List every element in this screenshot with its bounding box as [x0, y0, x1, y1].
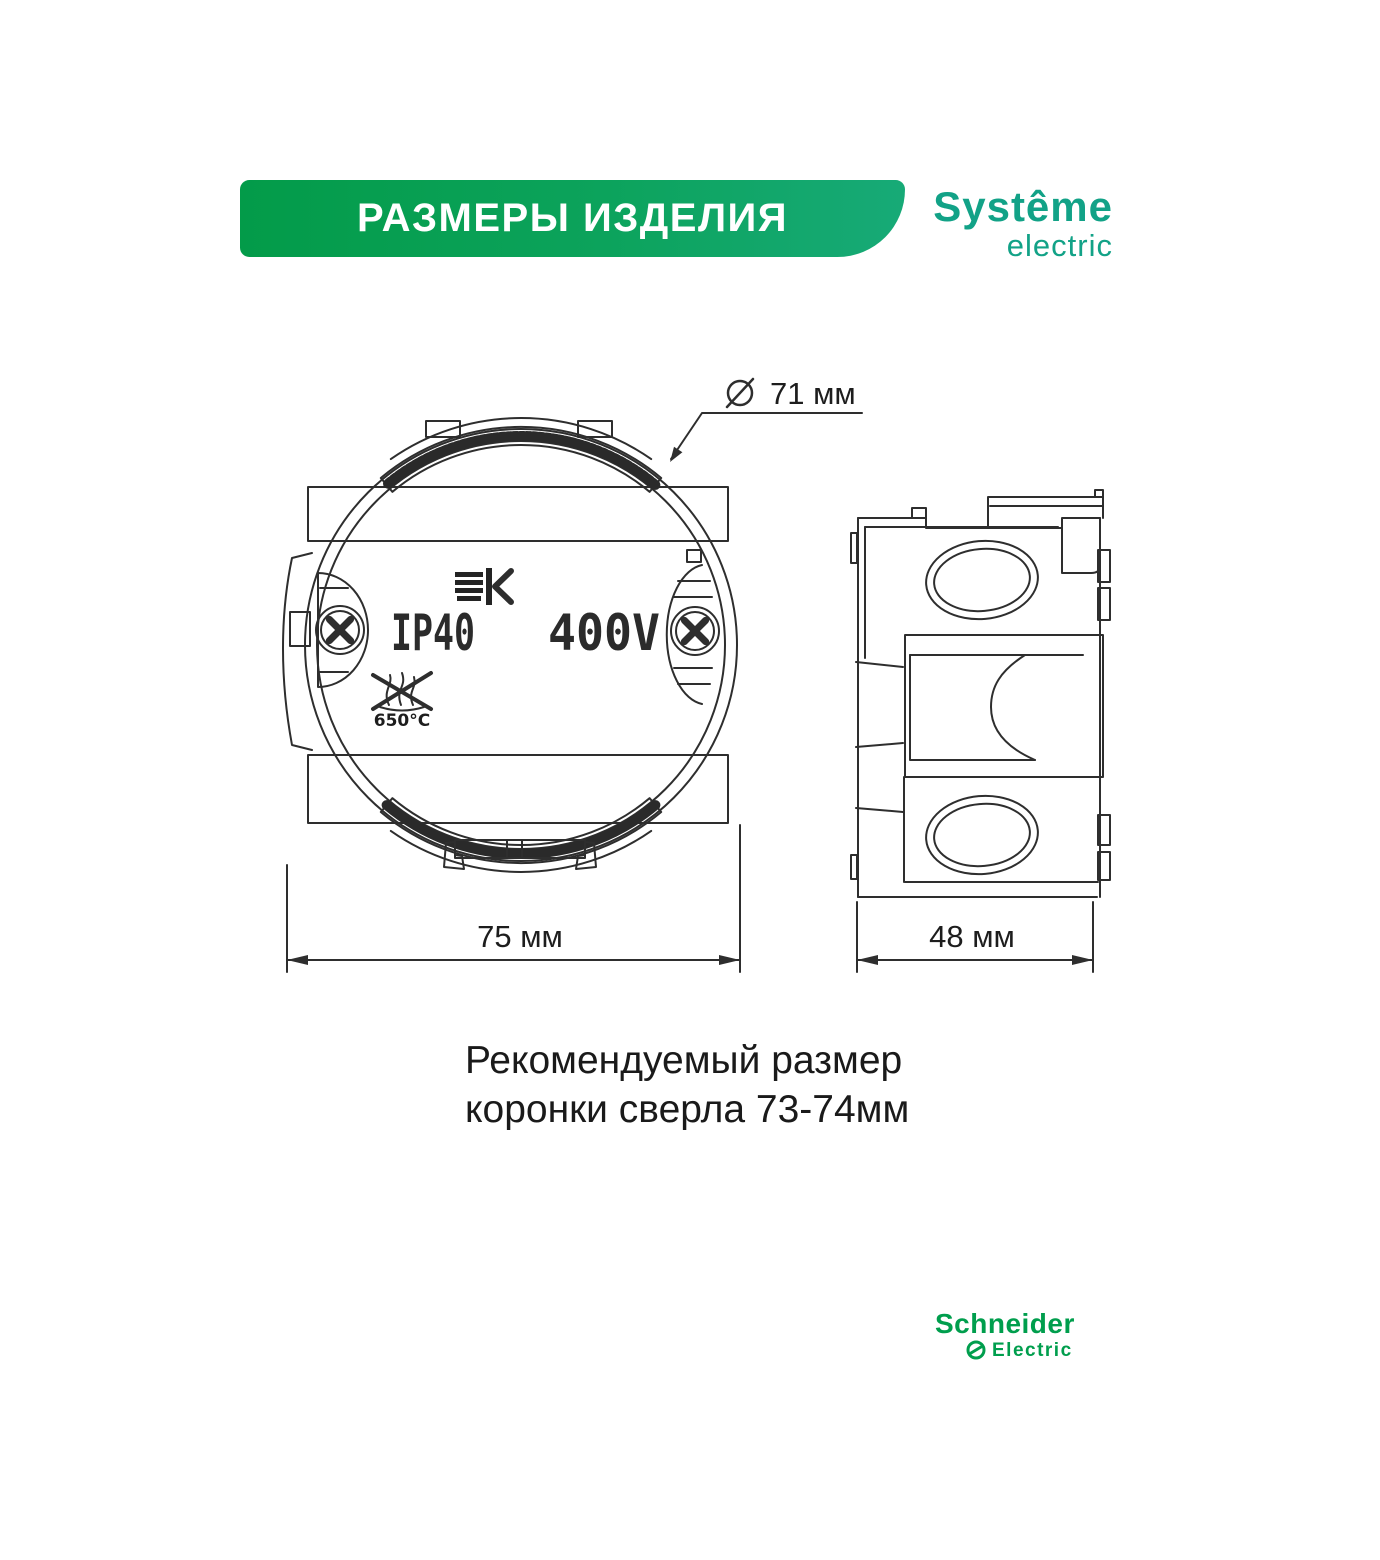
- top-clip: [381, 431, 661, 490]
- schneider-logo-line2: Electric: [965, 1339, 1075, 1361]
- no-flame-650-icon: [371, 671, 433, 712]
- lower-knockout: [925, 794, 1039, 876]
- left-clamp: [282, 552, 313, 751]
- upper-knockout: [925, 539, 1039, 621]
- phillips-screw-icon: [315, 605, 365, 655]
- width-label: 75 мм: [477, 919, 563, 954]
- top-mounting-plate: [307, 486, 729, 542]
- diameter-symbol-icon: [726, 379, 754, 407]
- bottom-latch: [443, 839, 597, 870]
- drill-note-line2: коронки сверла 73-74мм: [465, 1088, 910, 1131]
- left-screw-boss: [315, 572, 369, 688]
- fire-temp-marking: 650°C: [374, 711, 430, 731]
- side-top-ridge: [987, 496, 1104, 529]
- membrane-curve: [990, 654, 1036, 761]
- top-tab-right: [577, 420, 613, 438]
- middle-band: [855, 634, 1104, 778]
- dimension-annotations: 71 мм 75 мм: [286, 376, 1094, 973]
- diameter-annotation: 71 мм: [670, 376, 863, 462]
- drill-note: Рекомендуемый размер коронки сверла 73-7…: [465, 1036, 909, 1134]
- schneider-electric-logo: Schneider Electric: [935, 1310, 1075, 1361]
- ek-cert-logo-icon: [492, 568, 514, 605]
- drawing-canvas: IP40 400V 650°C: [282, 376, 1111, 973]
- depth-annotation: 48 мм: [856, 901, 1094, 973]
- systeme-electric-logo: Systême electric: [903, 183, 1113, 263]
- bottom-mounting-plate: [307, 754, 729, 824]
- schneider-logo-electric: Electric: [992, 1339, 1073, 1361]
- right-screw-boss: [665, 549, 720, 705]
- ek-cert-logo-icon: [455, 568, 492, 605]
- technical-drawing: IP40 400V 650°C: [250, 360, 1130, 1020]
- top-tab-left: [425, 420, 461, 438]
- voltage-marking: 400V: [548, 604, 660, 662]
- side-right-block: [1061, 517, 1101, 574]
- diameter-label: 71 мм: [770, 376, 856, 411]
- phillips-screw-icon: [670, 606, 720, 656]
- page-title: РАЗМЕРЫ ИЗДЕЛИЯ: [356, 196, 789, 240]
- box-outer-rim: [304, 428, 738, 862]
- leader-arrow: [670, 446, 683, 462]
- systeme-logo-line1: Systême: [933, 183, 1113, 230]
- box-inner-rim: [316, 440, 726, 850]
- front-view: IP40 400V 650°C: [282, 417, 738, 873]
- side-view: [850, 489, 1111, 898]
- schneider-symbol-icon: [966, 1340, 986, 1360]
- ip-rating-marking: IP40: [391, 604, 475, 662]
- depth-label: 48 мм: [929, 919, 1015, 954]
- width-annotation: 75 мм: [286, 824, 741, 973]
- title-banner: РАЗМЕРЫ ИЗДЕЛИЯ: [240, 180, 905, 257]
- drill-note-line1: Рекомендуемый размер: [465, 1039, 903, 1082]
- systeme-logo-line2: electric: [1006, 228, 1113, 263]
- schneider-logo-line1: Schneider: [935, 1308, 1075, 1339]
